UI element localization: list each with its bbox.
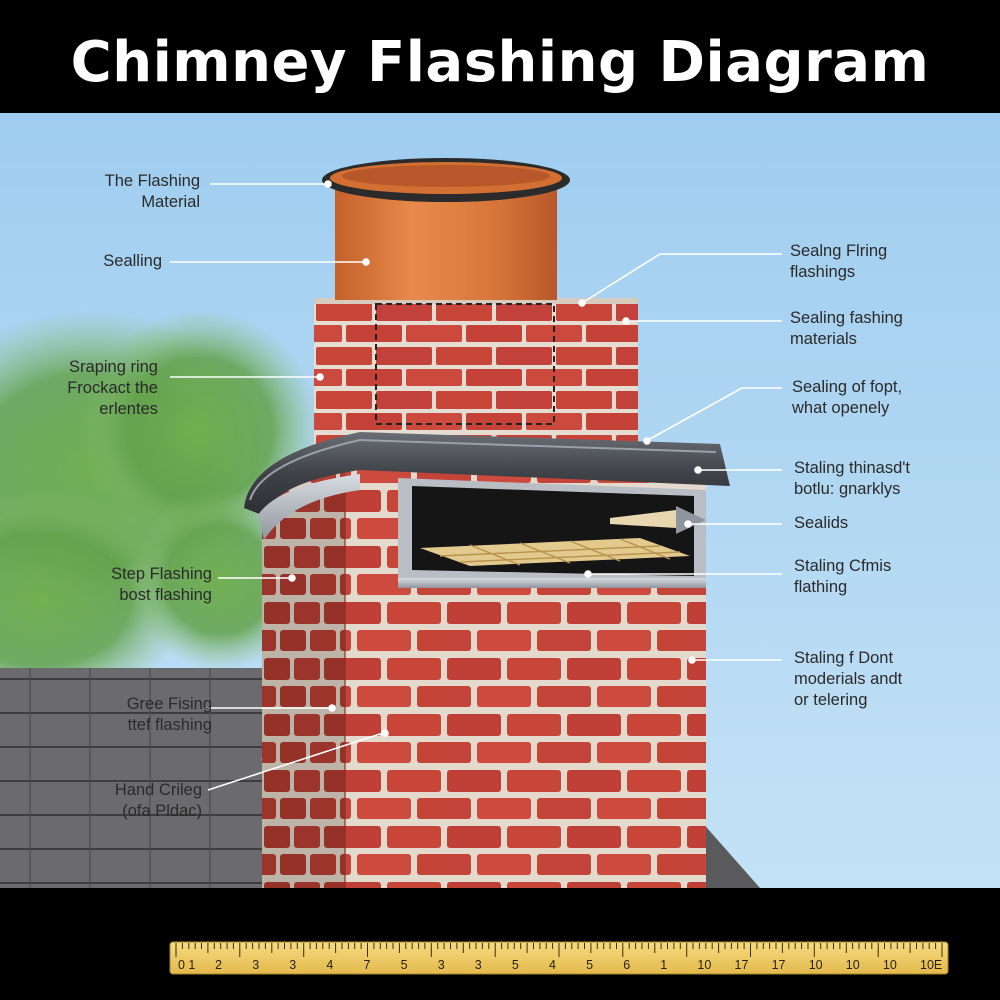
ruler-label: 6 [623,958,630,972]
page-title: Chimney Flashing Diagram [70,30,930,95]
chimney-upper [314,298,638,444]
ruler-label: 0 1 [178,958,195,972]
callout-line: Frockact the [67,379,158,397]
callout-line: Gree Fising [126,695,212,713]
callout-line: what openely [792,399,890,417]
callout-line: Staling Cfmis [794,557,892,575]
callout-line: Sraping ring [69,358,158,376]
callout-line: materials [790,330,857,348]
callout-line: The Flashing [104,172,200,190]
ruler-label: 7 [364,958,371,972]
callout-line: Staling f Dont [794,649,894,667]
ruler-label: 10 [809,958,823,972]
callout-line: Sealids [794,514,849,532]
left-callout-2: Sealling [103,251,162,272]
ruler: 0 1 2 3 3 4 7 5 3 3 5 4 5 6 1 10 17 17 10 10 10 10E [169,941,949,975]
callout-line: Staling thinasd't [794,459,910,477]
ruler-label: 10 [697,958,711,972]
ruler-label: 4 [549,958,556,972]
callout-line: Hand Crileg [114,781,202,799]
leader-lines [170,180,782,791]
left-callout-5: Gree Fising ttef flashing [127,694,212,736]
right-callout-3: Sealing of fopt, what openely [792,377,902,419]
ruler-label: 4 [326,958,333,972]
right-callout-4: Staling thinasd't botlu: gnarklys [794,458,910,500]
callout-line: botlu: gnarklys [794,480,901,498]
callout-line: erlentes [99,400,158,418]
ruler-label: 2 [215,958,222,972]
ruler-label: 10 [883,958,897,972]
ruler-label: 3 [475,958,482,972]
ruler-label: 3 [289,958,296,972]
ruler-label: 5 [512,958,519,972]
callout-line: (ofa Pldac) [122,802,202,820]
callout-line: Step Flashing [111,565,212,583]
ruler-label: 3 [438,958,445,972]
ruler-label: 17 [772,958,786,972]
right-callout-2: Sealing fashing materials [790,308,903,350]
right-callout-7: Staling f Dont moderials andt or telering [794,648,902,711]
callout-line: moderials andt [794,670,903,688]
callout-line: Sealling [103,252,162,270]
ruler-label: 17 [735,958,749,972]
ruler-label: 10E [920,958,942,972]
ruler-label: 5 [401,958,408,972]
callout-line: flashings [790,263,856,281]
ruler-label: 1 [660,958,667,972]
dashed-outline [375,303,555,425]
flue-pipe [322,158,570,300]
callout-line: Sealng Flring [790,242,888,260]
callout-line: or telering [794,691,868,709]
callout-line: ttef flashing [127,716,212,734]
cutaway-window [398,478,706,588]
flashing-hood [244,432,730,540]
callout-line: Material [141,193,200,211]
ruler-label: 5 [586,958,593,972]
right-callout-5: Sealids [794,513,848,534]
ruler-label: 10 [846,958,860,972]
callout-line: flathing [794,578,848,596]
right-callout-1: Sealng Flring flashings [790,241,887,283]
ruler-label: 3 [252,958,259,972]
left-callout-4: Step Flashing bost flashing [111,564,212,606]
callout-line: Sealing of fopt, [792,378,903,396]
right-callout-6: Staling Cfmis flathing [794,556,891,598]
callout-line: Sealing fashing [790,309,903,327]
left-callout-6: Hand Crileg (ofa Pldac) [115,780,202,822]
callout-line: bost flashing [119,586,212,604]
